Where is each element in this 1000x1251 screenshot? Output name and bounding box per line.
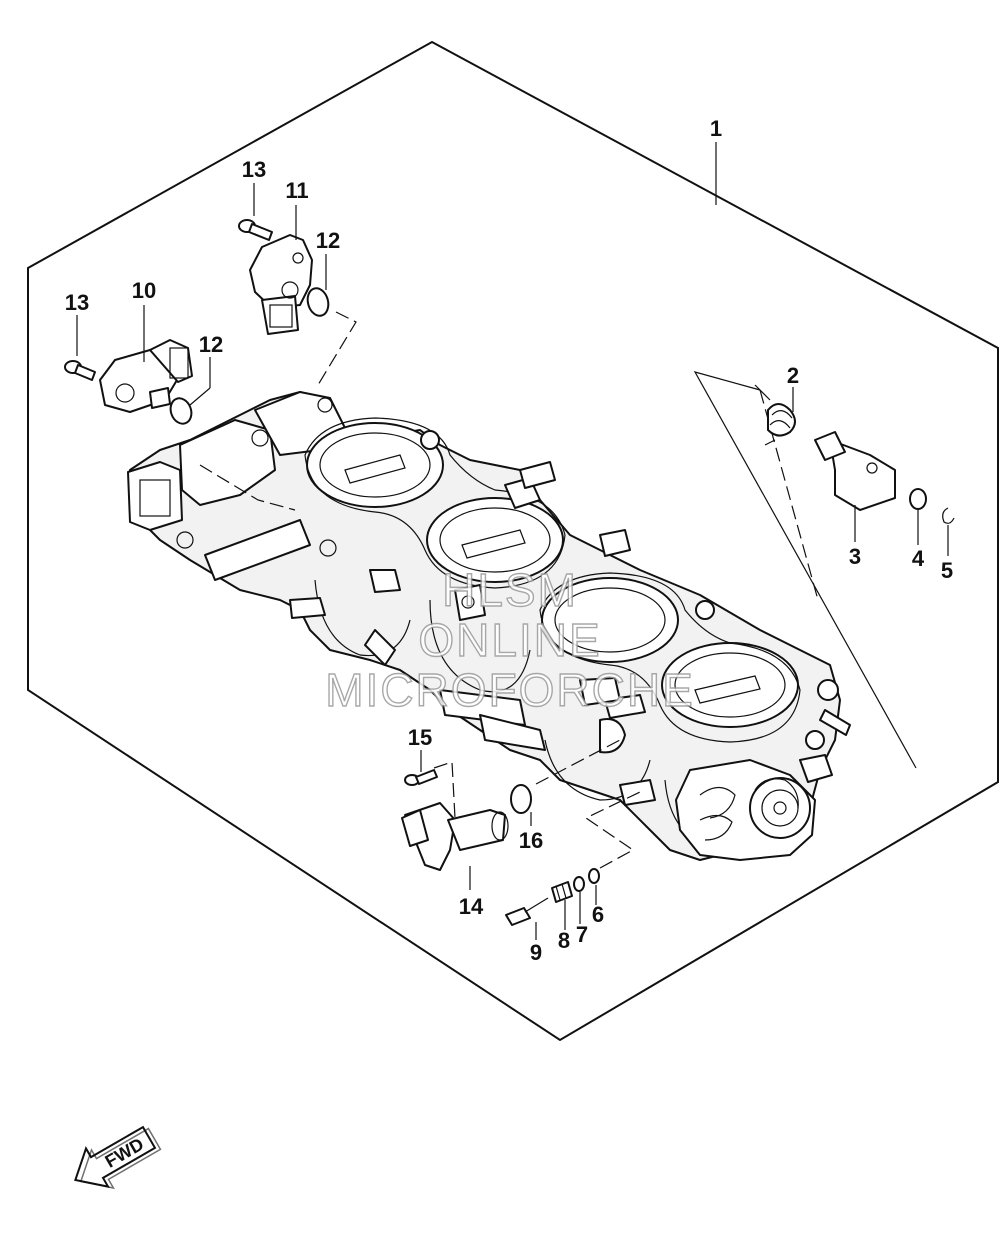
lever-part-3: [814, 431, 896, 511]
o-ring-part-16: [510, 784, 532, 814]
callout-8: 8: [558, 928, 570, 953]
watermark-line-3: MICROFORCHE: [325, 664, 695, 716]
callout-13-left: 13: [65, 290, 89, 315]
watermark-line-1: HLSM: [442, 564, 578, 616]
watermark-line-2: ONLINE: [418, 614, 601, 666]
callout-12-upper: 12: [316, 228, 340, 253]
callout-4: 4: [912, 546, 925, 571]
callout-1: 1: [710, 116, 722, 141]
callout-11: 11: [285, 178, 308, 203]
callout-5: 5: [941, 558, 953, 583]
bolt-part-13-upper: [238, 219, 273, 241]
fwd-arrow-marker: FWD: [74, 1125, 162, 1190]
clip-part-5: [942, 507, 955, 524]
callout-9: 9: [530, 940, 542, 965]
spring-part-2: [754, 384, 796, 446]
washer-part-7: [573, 876, 585, 892]
callout-12-left: 12: [199, 332, 223, 357]
sensor-part-11: [249, 234, 313, 335]
callout-2: 2: [787, 363, 799, 388]
callout-3: 3: [849, 544, 861, 569]
sensor-part-10: [99, 339, 193, 413]
spring-part-8: [551, 881, 573, 903]
callout-7: 7: [576, 922, 588, 947]
screw-part-9: [505, 897, 549, 926]
sensor-part-14: [401, 802, 509, 871]
subassembly-bracket: [693, 371, 917, 769]
watermark: HLSM ONLINE MICROFORCHE: [325, 563, 695, 716]
callout-13-upper: 13: [242, 157, 266, 182]
callout-14: 14: [459, 894, 484, 919]
callout-6: 6: [592, 902, 604, 927]
callout-16: 16: [519, 828, 543, 853]
leader-lines: [76, 142, 949, 940]
assembly-outline: [27, 40, 999, 1042]
callout-10: 10: [132, 278, 156, 303]
o-ring-part-12-upper: [306, 287, 330, 317]
o-ring-part-6: [588, 868, 600, 884]
screw-part-15: [404, 769, 438, 786]
callout-labels: 1 2 3 4 5 6 7 8 9 10 11 12 12 13 13 14 1…: [65, 116, 953, 965]
bolt-part-13-left: [64, 360, 96, 381]
o-ring-part-12-left: [169, 397, 193, 425]
throttle-body: [127, 391, 851, 861]
washer-part-4: [909, 488, 927, 510]
callout-15: 15: [408, 725, 432, 750]
